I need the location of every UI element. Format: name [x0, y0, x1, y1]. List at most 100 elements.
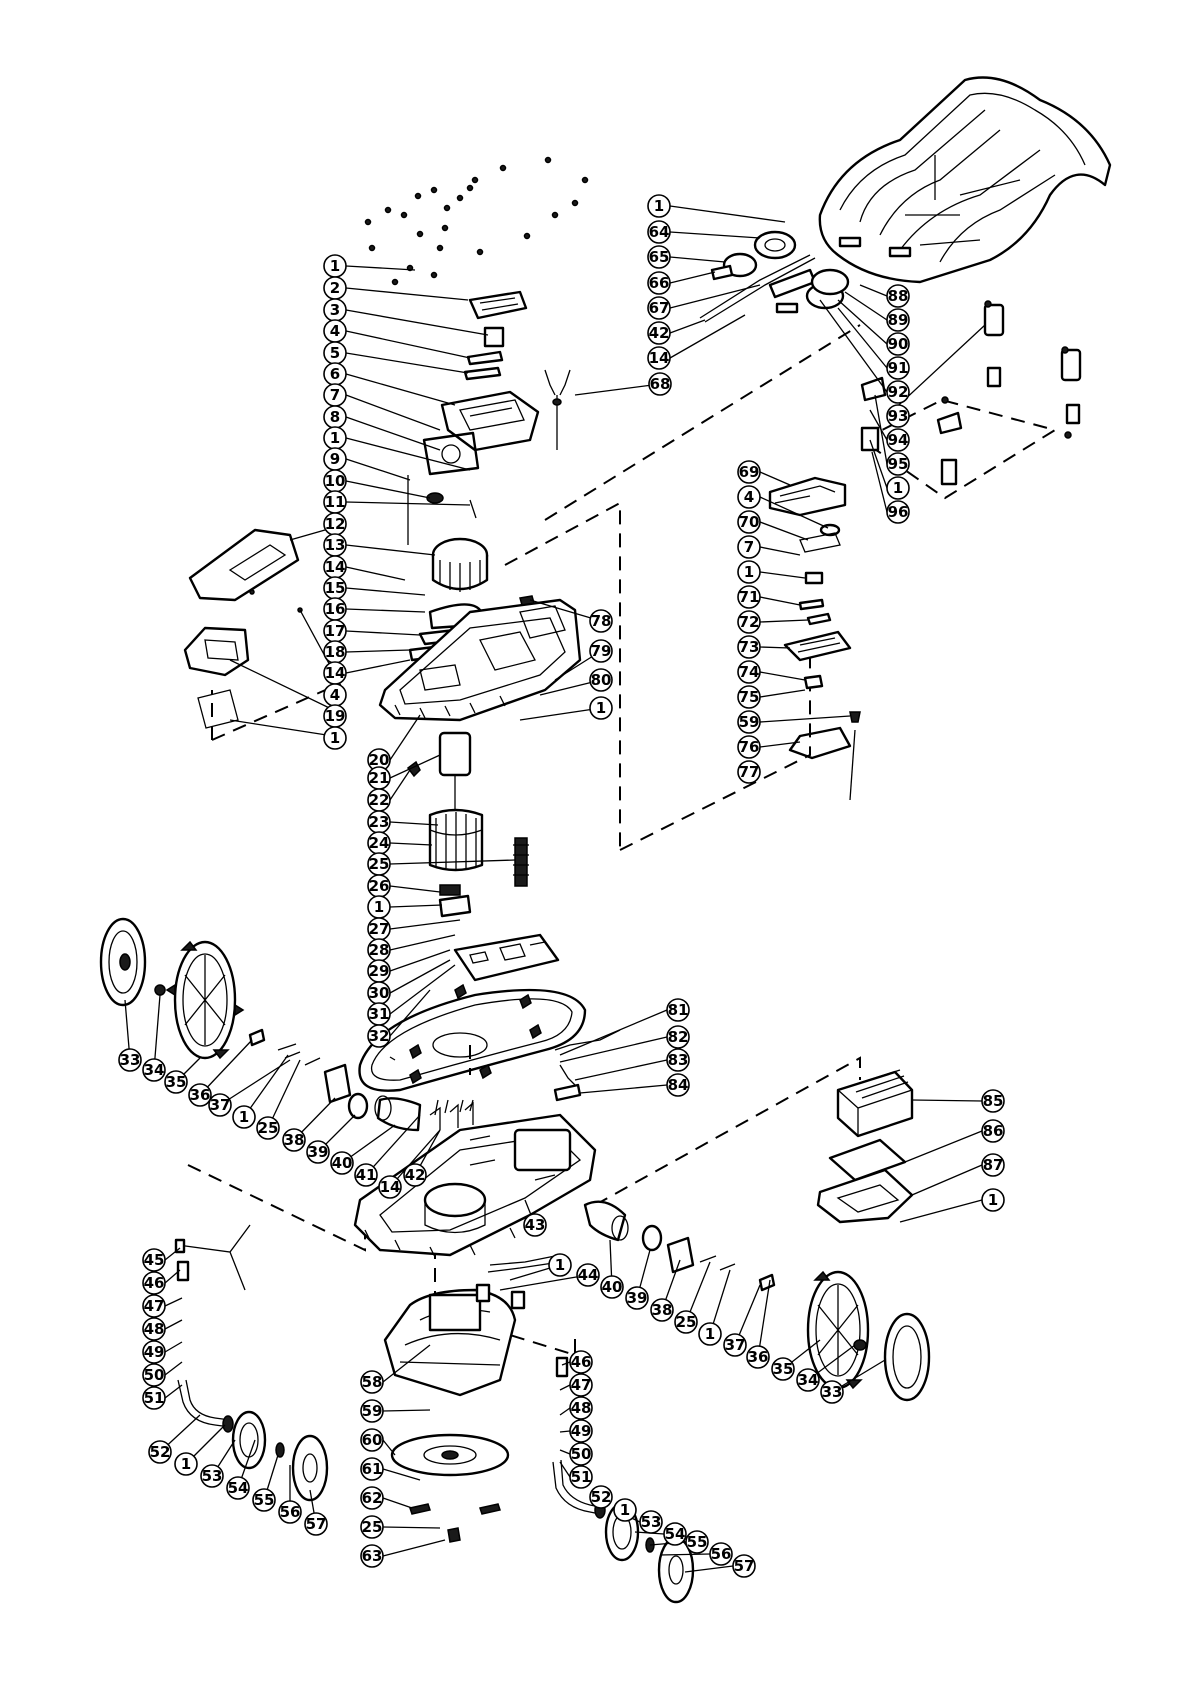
svg-text:93: 93 — [888, 407, 909, 425]
svg-text:20: 20 — [369, 751, 390, 769]
callout-87: 87 — [981, 1153, 1005, 1177]
callout-50: 50 — [569, 1442, 593, 1466]
svg-text:25: 25 — [676, 1313, 697, 1331]
callout-1: 1 — [698, 1322, 722, 1346]
callout-91: 91 — [886, 356, 910, 380]
svg-text:49: 49 — [144, 1343, 165, 1361]
callout-92: 92 — [886, 380, 910, 404]
svg-text:1: 1 — [988, 1191, 998, 1209]
svg-text:51: 51 — [571, 1468, 592, 1486]
svg-text:37: 37 — [210, 1096, 231, 1114]
callout-2: 2 — [323, 276, 347, 300]
callout-74: 74 — [737, 660, 761, 684]
callout-1: 1 — [613, 1498, 637, 1522]
callout-56: 56 — [278, 1500, 302, 1524]
callout-1: 1 — [323, 426, 347, 450]
svg-text:88: 88 — [888, 287, 909, 305]
svg-text:1: 1 — [893, 479, 903, 497]
svg-text:38: 38 — [652, 1301, 673, 1319]
svg-text:32: 32 — [369, 1027, 390, 1045]
callout-24: 24 — [367, 831, 391, 855]
svg-text:61: 61 — [362, 1460, 383, 1478]
callout-1: 1 — [323, 254, 347, 278]
callout-34: 34 — [142, 1058, 166, 1082]
svg-text:57: 57 — [306, 1515, 327, 1533]
callout-33: 33 — [820, 1380, 844, 1404]
callout-58: 58 — [360, 1370, 384, 1394]
callout-12: 12 — [323, 512, 347, 536]
callout-29: 29 — [367, 959, 391, 983]
svg-text:65: 65 — [649, 248, 670, 266]
svg-text:43: 43 — [525, 1216, 546, 1234]
svg-text:1: 1 — [330, 429, 340, 447]
svg-text:39: 39 — [308, 1143, 329, 1161]
callout-26: 26 — [367, 874, 391, 898]
callout-57: 57 — [304, 1512, 328, 1536]
callout-70: 70 — [737, 510, 761, 534]
svg-text:13: 13 — [325, 536, 346, 554]
svg-text:52: 52 — [150, 1443, 171, 1461]
callout-16: 16 — [323, 597, 347, 621]
callout-77: 77 — [737, 760, 761, 784]
callout-90: 90 — [886, 332, 910, 356]
callout-39: 39 — [306, 1140, 330, 1164]
svg-text:1: 1 — [555, 1256, 565, 1274]
callout-4: 4 — [323, 683, 347, 707]
svg-text:12: 12 — [325, 515, 346, 533]
callout-13: 13 — [323, 533, 347, 557]
svg-text:53: 53 — [202, 1467, 223, 1485]
callout-75: 75 — [737, 685, 761, 709]
svg-text:53: 53 — [641, 1513, 662, 1531]
callout-71: 71 — [737, 585, 761, 609]
svg-text:55: 55 — [254, 1491, 275, 1509]
callout-50: 50 — [142, 1363, 166, 1387]
callout-1: 1 — [981, 1188, 1005, 1212]
svg-text:1: 1 — [744, 563, 754, 581]
svg-text:94: 94 — [888, 431, 909, 449]
svg-text:63: 63 — [362, 1547, 383, 1565]
callout-34: 34 — [796, 1368, 820, 1392]
svg-text:35: 35 — [773, 1360, 794, 1378]
svg-text:47: 47 — [571, 1376, 592, 1394]
svg-text:86: 86 — [983, 1122, 1004, 1140]
svg-text:62: 62 — [362, 1489, 383, 1507]
callout-35: 35 — [771, 1357, 795, 1381]
svg-text:14: 14 — [325, 558, 346, 576]
callout-63: 63 — [360, 1544, 384, 1568]
svg-text:72: 72 — [739, 613, 760, 631]
callout-47: 47 — [569, 1373, 593, 1397]
svg-text:87: 87 — [983, 1156, 1004, 1174]
svg-text:74: 74 — [739, 663, 760, 681]
svg-text:24: 24 — [369, 834, 390, 852]
callout-47: 47 — [142, 1294, 166, 1318]
callout-30: 30 — [367, 981, 391, 1005]
callout-45: 45 — [142, 1248, 166, 1272]
callout-5: 5 — [323, 341, 347, 365]
svg-text:1: 1 — [374, 898, 384, 916]
svg-text:58: 58 — [362, 1373, 383, 1391]
svg-text:42: 42 — [405, 1166, 426, 1184]
callout-46: 46 — [569, 1350, 593, 1374]
svg-text:75: 75 — [739, 688, 760, 706]
svg-text:4: 4 — [330, 322, 340, 340]
svg-text:37: 37 — [725, 1336, 746, 1354]
svg-text:1: 1 — [330, 257, 340, 275]
svg-text:50: 50 — [144, 1366, 165, 1384]
svg-text:34: 34 — [798, 1371, 819, 1389]
callout-15: 15 — [323, 576, 347, 600]
callout-55: 55 — [252, 1488, 276, 1512]
svg-text:1: 1 — [181, 1455, 191, 1473]
callout-49: 49 — [142, 1340, 166, 1364]
svg-text:60: 60 — [362, 1431, 383, 1449]
parts-wheels — [99, 917, 931, 1604]
callout-19: 19 — [323, 704, 347, 728]
callout-22: 22 — [367, 788, 391, 812]
callout-85: 85 — [981, 1089, 1005, 1113]
callout-17: 17 — [323, 619, 347, 643]
svg-text:4: 4 — [330, 686, 340, 704]
svg-text:22: 22 — [369, 791, 390, 809]
callout-56: 56 — [709, 1542, 733, 1566]
callout-1: 1 — [737, 560, 761, 584]
callout-59: 59 — [737, 710, 761, 734]
callout-79: 79 — [589, 639, 613, 663]
